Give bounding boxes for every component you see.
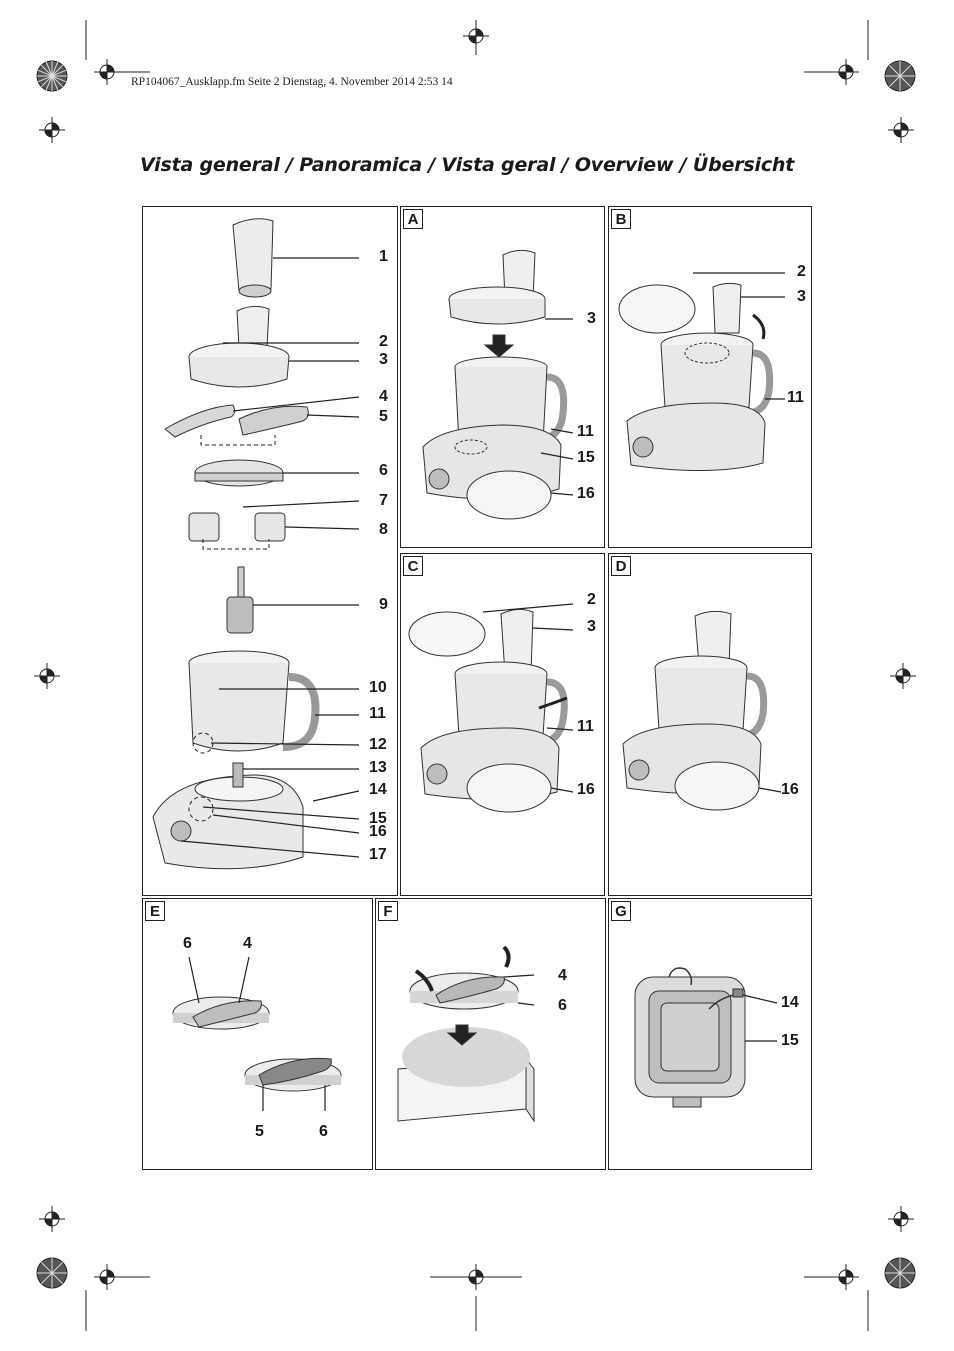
part-label: 3: [587, 310, 596, 327]
part-label: 11: [577, 718, 594, 735]
part-label: 9: [379, 596, 388, 613]
part-label: 10: [369, 679, 387, 696]
part-label: 4: [558, 967, 567, 984]
part-label: 6: [183, 935, 192, 952]
part-label: 11: [577, 423, 594, 440]
panel-letter: C: [403, 556, 423, 576]
overview-panel: 1 2 3 4 5 6 7 8 9 10 11 12 13 14 15 16 1…: [142, 206, 398, 896]
part-label: 3: [797, 288, 806, 305]
panel-letter: B: [611, 209, 631, 229]
part-label: 3: [587, 618, 596, 635]
panel-c: C 2 3 11 16: [400, 553, 605, 896]
part-label: 2: [797, 263, 806, 280]
panel-letter: D: [611, 556, 631, 576]
panel-a: A 3 11 15 16: [400, 206, 605, 548]
part-label: 2: [587, 591, 596, 608]
exploded-parts-illustration: [152, 218, 360, 870]
part-label: 3: [379, 351, 388, 368]
part-label: 15: [781, 1032, 799, 1049]
part-label: 7: [379, 492, 388, 509]
panel-b: B 2 3 11: [608, 206, 812, 548]
assembly-illustration-b: [618, 272, 785, 471]
part-label: 6: [558, 997, 567, 1014]
panel-f: F 4 6: [375, 898, 606, 1170]
panel-d: D 16: [608, 553, 812, 896]
panel-letter: A: [403, 209, 423, 229]
part-label: 4: [379, 388, 388, 405]
part-label: 6: [379, 462, 388, 479]
part-label: 16: [577, 781, 595, 798]
disc-on-surface-illustration: [397, 945, 535, 1123]
part-label: 5: [255, 1123, 264, 1140]
part-label: 5: [379, 408, 388, 425]
part-label: 14: [369, 781, 387, 798]
part-label: 12: [369, 736, 387, 753]
base-underside-illustration: [634, 967, 778, 1108]
part-label: 17: [369, 846, 387, 863]
part-label: 8: [379, 521, 388, 538]
panel-letter: F: [378, 901, 398, 921]
part-label: 2: [379, 333, 388, 350]
part-label: 16: [781, 781, 799, 798]
page-title: Vista general / Panoramica / Vista geral…: [140, 154, 795, 176]
assembly-illustration-a: [422, 249, 574, 520]
part-label: 11: [369, 705, 386, 722]
file-info-header: RP104067_Ausklapp.fm Seite 2 Dienstag, 4…: [131, 76, 453, 88]
panel-letter: G: [611, 901, 631, 921]
panel-letter: E: [145, 901, 165, 921]
part-label: 6: [319, 1123, 328, 1140]
part-label: 1: [379, 248, 388, 265]
panel-g: G 14 15: [608, 898, 812, 1170]
part-label: 14: [781, 994, 799, 1011]
part-label: 15: [369, 810, 387, 827]
panel-e: E 6 4 5 6: [142, 898, 373, 1170]
part-label: 16: [577, 485, 595, 502]
part-label: 16: [369, 823, 387, 840]
assembly-illustration-c: [408, 603, 574, 813]
part-label: 4: [243, 935, 252, 952]
color-target-icon: [36, 60, 916, 1289]
part-label: 13: [369, 759, 387, 776]
part-label: 15: [577, 449, 595, 466]
blade-disc-illustration: [172, 956, 342, 1111]
assembly-illustration-d: [622, 610, 782, 811]
registration-mark-icon: [34, 23, 916, 1290]
part-label: 11: [787, 389, 804, 406]
